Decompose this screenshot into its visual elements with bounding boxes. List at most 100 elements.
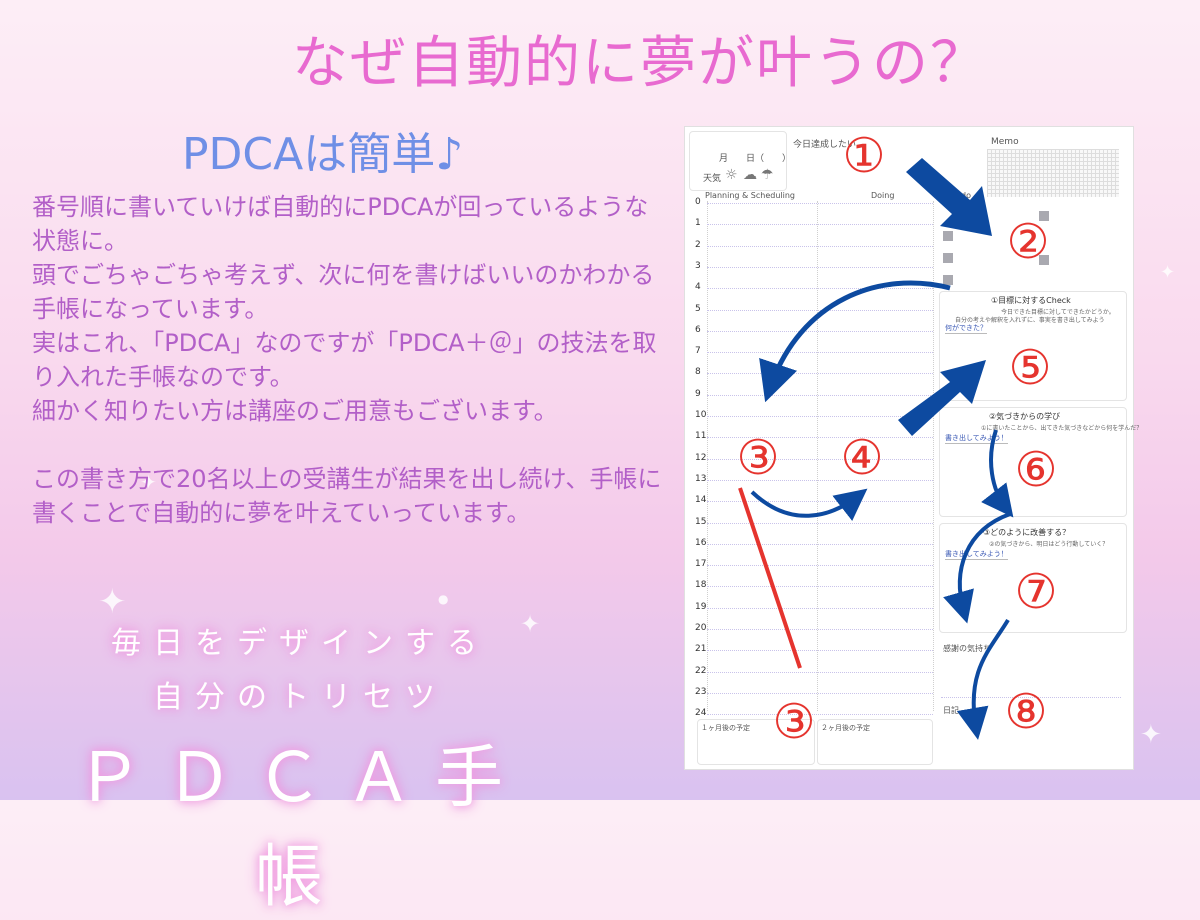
hour-line xyxy=(707,330,933,332)
hour-label: 8 xyxy=(695,367,701,378)
hour-label: 21 xyxy=(695,644,707,655)
body-text: 番号順に書いていけば自動的にPDCAが回っているような状態に。 頭でごちゃごちゃ… xyxy=(32,190,672,530)
step-6: ⑥ xyxy=(1014,442,1057,498)
hour-line xyxy=(707,416,933,417)
sparkle-icon: ● xyxy=(438,592,449,606)
paragraph: 細かく知りたい方は講座のご用意もございます。 xyxy=(32,397,558,425)
hour-line xyxy=(707,714,933,716)
planner-sheet: 月 日（ ） 天気 ☼ ☁ ☂ 今日達成したい Memo Planning & … xyxy=(684,126,1142,770)
column-divider xyxy=(707,201,708,711)
weather-label: 天気 xyxy=(703,174,722,184)
hour-label: 10 xyxy=(695,410,707,420)
paragraph: 番号順に書いていけば自動的にPDCAが回っているような状態に。 xyxy=(32,193,649,255)
column-doing-header: Doing xyxy=(871,191,895,200)
hour-label: 5 xyxy=(695,303,701,314)
arrow-1-to-2 xyxy=(906,158,992,236)
memo-grid xyxy=(987,149,1119,197)
hour-line xyxy=(707,288,933,290)
hour-line xyxy=(707,203,933,204)
diary-label: 日記 xyxy=(943,706,959,715)
hour-label: 18 xyxy=(695,580,707,591)
hour-line xyxy=(707,607,933,609)
arrow-3-to-4 xyxy=(750,488,868,521)
learning-box xyxy=(939,407,1127,517)
cloud-icon: ☁ xyxy=(743,167,757,183)
hour-label: 19 xyxy=(695,601,707,612)
hour-line xyxy=(707,458,933,460)
date-box xyxy=(689,131,787,191)
hour-line xyxy=(707,565,933,567)
step-8: ⑧ xyxy=(1004,684,1047,740)
step-1: ① xyxy=(842,128,885,184)
sparkle-icon: ✦ xyxy=(520,610,541,638)
improve-box-title: ③どのように改善する？ xyxy=(983,528,1071,537)
hour-label: 20 xyxy=(695,623,707,633)
step-4: ④ xyxy=(840,430,883,486)
hour-line xyxy=(707,394,933,396)
hour-label: 6 xyxy=(695,324,701,335)
gratitude-line xyxy=(941,697,1121,698)
hour-line xyxy=(707,352,933,354)
hour-label: 11 xyxy=(695,431,707,442)
page-subtitle: PDCAは簡単♪ xyxy=(182,129,464,180)
logo-line-2: 自分のトリセツ xyxy=(153,680,447,715)
column-todo-header: do xyxy=(961,191,971,200)
goal-label: 今日達成したい xyxy=(793,140,857,150)
hour-line xyxy=(707,543,933,545)
hour-line xyxy=(707,650,933,652)
hour-label: 22 xyxy=(695,665,707,676)
improve-box-sub: ②の気づきから、明日はどう行動していく？ xyxy=(989,541,1109,548)
hour-label: 1 xyxy=(695,218,701,229)
hour-line xyxy=(707,692,933,694)
checkbox xyxy=(943,231,953,241)
hour-line xyxy=(707,437,933,439)
two-month-label: ２ヶ月後の予定 xyxy=(821,724,870,732)
sun-icon: ☼ xyxy=(725,167,738,183)
hour-line xyxy=(707,522,933,524)
check-box-sub: 今日できた目標に対してできたかどうか。 xyxy=(1001,309,1115,316)
page-title: なぜ自動的に夢が叶うの？ xyxy=(292,31,988,96)
hour-line xyxy=(707,501,933,503)
checkbox xyxy=(943,275,953,285)
column-divider xyxy=(933,201,934,711)
check-box-title: ①目標に対するCheck xyxy=(991,296,1071,305)
checkbox xyxy=(1039,211,1049,221)
column-plan-header: Planning & Scheduling xyxy=(705,191,795,200)
paragraph: 頭でごちゃごちゃ考えず、次に何を書けばいいのかわかる手帳になっています。 xyxy=(32,261,655,323)
step-7: ⑦ xyxy=(1014,564,1057,620)
paragraph: 実はこれ、「PDCA」なのですが「PDCA＋＠」の技法を取り入れた手帳なのです。 xyxy=(32,329,657,391)
column-divider xyxy=(817,201,818,711)
learning-box-sub: ①に書いたことから、出てきた気づきなどから何を学んだ？ xyxy=(981,425,1143,432)
hour-label: 12 xyxy=(695,452,707,463)
hour-line xyxy=(707,266,933,268)
step-5: ⑤ xyxy=(1008,340,1051,396)
step-3-bottom: ③ xyxy=(772,694,815,750)
steps-overlay: ① ② ③ ④ ⑤ ⑥ ⑦ ⑧ ③ xyxy=(736,128,1057,750)
sparkle-icon: ✦ xyxy=(98,582,127,622)
sparkle-icon: ✦ xyxy=(1140,720,1162,750)
arrow-7-to-8 xyxy=(956,618,1010,740)
link-3-to-3 xyxy=(738,487,802,669)
memo-label: Memo xyxy=(991,137,1019,147)
hour-label: 4 xyxy=(695,282,701,293)
checkbox xyxy=(943,253,953,263)
check-box-tag: 何ができた？ xyxy=(945,324,987,334)
hour-label: 7 xyxy=(695,346,701,357)
gratitude-label: 感謝の気持ち xyxy=(943,644,991,653)
arrow-2-to-3 xyxy=(759,280,951,403)
date-label: 月 日（ ） xyxy=(719,154,792,164)
step-2: ② xyxy=(1006,214,1049,270)
hour-label: 16 xyxy=(695,537,707,548)
arrow-4-to-5 xyxy=(898,360,986,436)
hour-line xyxy=(707,224,933,226)
check-box-sub: 自分の考えや解釈を入れずに、事実を書き出してみよう xyxy=(955,317,1105,324)
hour-label: 17 xyxy=(695,559,707,570)
hour-line xyxy=(707,373,933,375)
one-month-label: １ヶ月後の予定 xyxy=(701,724,750,732)
arrow-5-to-6 xyxy=(981,429,1014,518)
sparkle-icon: ✦ xyxy=(1160,262,1176,283)
learning-box-title: ②気づきからの学び xyxy=(989,412,1061,421)
hour-label: 2 xyxy=(695,239,701,250)
hour-label: 3 xyxy=(695,260,701,271)
hour-line xyxy=(707,309,933,311)
